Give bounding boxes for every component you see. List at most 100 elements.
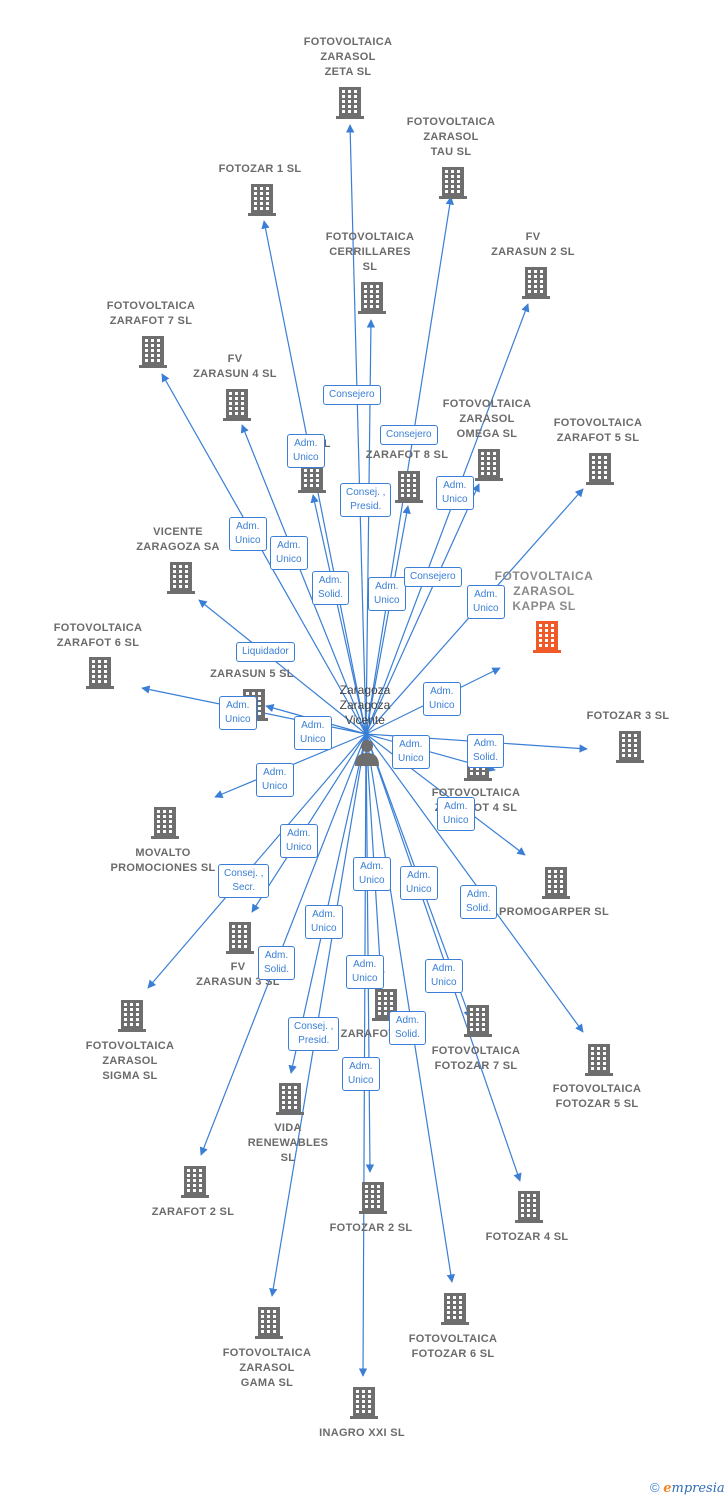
company-label[interactable]: FOTOVOLTAICA FOTOZAR 6 SL <box>408 1333 498 1360</box>
edge-fotozar4 <box>365 733 522 1182</box>
role-badge: Consejero <box>323 385 381 405</box>
building-icon[interactable] <box>115 997 149 1033</box>
building-icon[interactable] <box>539 864 573 900</box>
company-label[interactable]: ZARAFOT <box>340 1028 396 1040</box>
company-label[interactable]: FOTOVOLTAICA ZARASOL GAMA SL <box>222 1347 312 1389</box>
edge-zarasun2 <box>365 303 530 735</box>
edge-zar_hidden <box>310 494 367 735</box>
building-icon[interactable] <box>136 333 170 369</box>
copyright-symbol: © <box>650 1480 660 1495</box>
company-label[interactable]: FOTOZAR 2 SL <box>329 1222 413 1234</box>
role-badge: Adm. Unico <box>219 696 257 730</box>
company-label[interactable]: INAGRO XXI SL <box>319 1427 405 1439</box>
building-icon[interactable] <box>245 181 279 217</box>
building-icon[interactable] <box>530 618 564 654</box>
role-badge: Consejero <box>380 425 438 445</box>
role-badge: Adm. Unico <box>368 577 406 611</box>
building-icon[interactable] <box>438 1290 472 1326</box>
edge-vicente <box>198 599 367 735</box>
building-icon[interactable] <box>252 1304 286 1340</box>
building-icon[interactable] <box>83 654 117 690</box>
building-icon[interactable] <box>519 264 553 300</box>
role-badge: Adm. Unico <box>287 434 325 468</box>
building-icon[interactable] <box>356 1179 390 1215</box>
role-badge: Adm. Unico <box>467 585 505 619</box>
company-label[interactable]: FOTOVOLTAICA FOTOZAR 5 SL <box>552 1083 642 1110</box>
role-badge: Liquidador <box>236 642 295 662</box>
building-icon[interactable] <box>355 279 389 315</box>
building-icon[interactable] <box>583 450 617 486</box>
building-icon[interactable] <box>461 1002 495 1038</box>
company-label[interactable]: FOTOVOLTAICA ZARASOL SIGMA SL <box>85 1040 175 1082</box>
building-icon[interactable] <box>164 559 198 595</box>
company-label[interactable]: VICENTE ZARAGOZA SA <box>136 526 220 553</box>
brand-logo: empresia <box>663 1481 725 1496</box>
edge-zarasun4 <box>240 424 367 735</box>
role-badge: Consejero <box>404 567 462 587</box>
role-badge: Adm. Unico <box>400 866 438 900</box>
company-label[interactable]: FOTOZAR 3 SL <box>586 710 670 722</box>
center-person-label: Zaragoza Zaragoza Vicente <box>339 683 391 727</box>
building-icon[interactable] <box>613 728 647 764</box>
person-icon <box>355 740 379 766</box>
role-badge: Adm. Unico <box>392 735 430 769</box>
role-badge: Adm. Unico <box>229 517 267 551</box>
building-icon[interactable] <box>148 804 182 840</box>
role-badge: Adm. Unico <box>425 959 463 993</box>
building-icon[interactable] <box>273 1080 307 1116</box>
building-icon[interactable] <box>333 84 367 120</box>
company-label[interactable]: FOTOVOLTAICA ZARAFOT 7 SL <box>106 300 196 327</box>
company-label[interactable]: FOTOVOLTAICA ZARASOL TAU SL <box>406 116 496 158</box>
role-badge: Adm. Unico <box>353 857 391 891</box>
company-label[interactable]: FOTOVOLTAICA ZARASOL OMEGA SL <box>442 398 532 440</box>
role-badge: Adm. Solid. <box>312 571 350 605</box>
company-label[interactable]: FV ZARASUN 2 SL <box>491 231 575 258</box>
building-icon[interactable] <box>178 1163 212 1199</box>
company-label[interactable]: ZARASUN 5 SL <box>210 668 294 680</box>
role-badge: Adm. Unico <box>294 716 332 750</box>
company-label[interactable]: FOTOVOLTAICA FOTOZAR 7 SL <box>431 1045 521 1072</box>
building-icon[interactable] <box>472 446 506 482</box>
company-label[interactable]: MOVALTO PROMOCIONES SL <box>110 847 216 874</box>
role-badge: Consej. , Presid. <box>288 1017 340 1051</box>
edge-cerrillares <box>365 319 376 735</box>
copyright-footer: © empresia <box>650 1480 725 1496</box>
role-badge: Adm. Unico <box>270 536 308 570</box>
company-label[interactable]: FOTOVOLTAICA ZARAFOT 6 SL <box>53 622 143 649</box>
edge-zarafot8 <box>365 505 411 735</box>
company-label[interactable]: FOTOZAR 1 SL <box>218 163 302 175</box>
company-label[interactable]: ZARAFOT 2 SL <box>151 1206 235 1218</box>
company-label[interactable]: PROMOGARPER SL <box>499 906 609 918</box>
role-badge: Adm. Unico <box>436 476 474 510</box>
company-label[interactable]: FOTOVOLTAICA ZARAFOT 4 SL <box>431 787 521 814</box>
company-label[interactable]: FOTOVOLTAICA CERRILLARES SL <box>325 231 415 273</box>
edge-gama <box>269 733 367 1297</box>
building-icon[interactable] <box>220 386 254 422</box>
edge-fotozar5 <box>365 733 584 1033</box>
role-badge: Adm. Solid. <box>258 946 296 980</box>
building-icon[interactable] <box>392 468 426 504</box>
company-label[interactable]: FOTOZAR 4 SL <box>485 1231 569 1243</box>
role-badge: Adm. Unico <box>346 955 384 989</box>
building-icon[interactable] <box>436 164 470 200</box>
building-icon[interactable] <box>512 1188 546 1224</box>
edge-sigma <box>147 733 367 989</box>
edge-zarafot_mid <box>365 733 385 980</box>
building-icon[interactable] <box>223 919 257 955</box>
building-icon[interactable] <box>582 1041 616 1077</box>
company-label[interactable]: FV ZARASUN 4 SL <box>193 353 277 380</box>
company-label[interactable]: FOTOVOLTAICA ZARAFOT 5 SL <box>553 417 643 444</box>
role-badge: Adm. Unico <box>423 682 461 716</box>
role-badge: Adm. Solid. <box>460 885 498 919</box>
edge-fotozar2 <box>365 733 375 1173</box>
edge-zarafot2 <box>199 733 367 1156</box>
company-label[interactable]: VIDA RENEWABLES SL <box>247 1122 329 1164</box>
company-label[interactable]: FOTOVOLTAICA ZARASOL ZETA SL <box>303 36 393 78</box>
role-badge: Adm. Unico <box>305 905 343 939</box>
building-icon[interactable] <box>295 458 329 494</box>
building-icon[interactable] <box>347 1384 381 1420</box>
role-badge: Consej. , Secr. <box>218 864 270 898</box>
edge-tau <box>365 196 454 735</box>
edge-zeta <box>346 124 367 735</box>
company-label[interactable]: FOTOVOLTAICA ZARASOL KAPPA SL <box>494 569 594 613</box>
